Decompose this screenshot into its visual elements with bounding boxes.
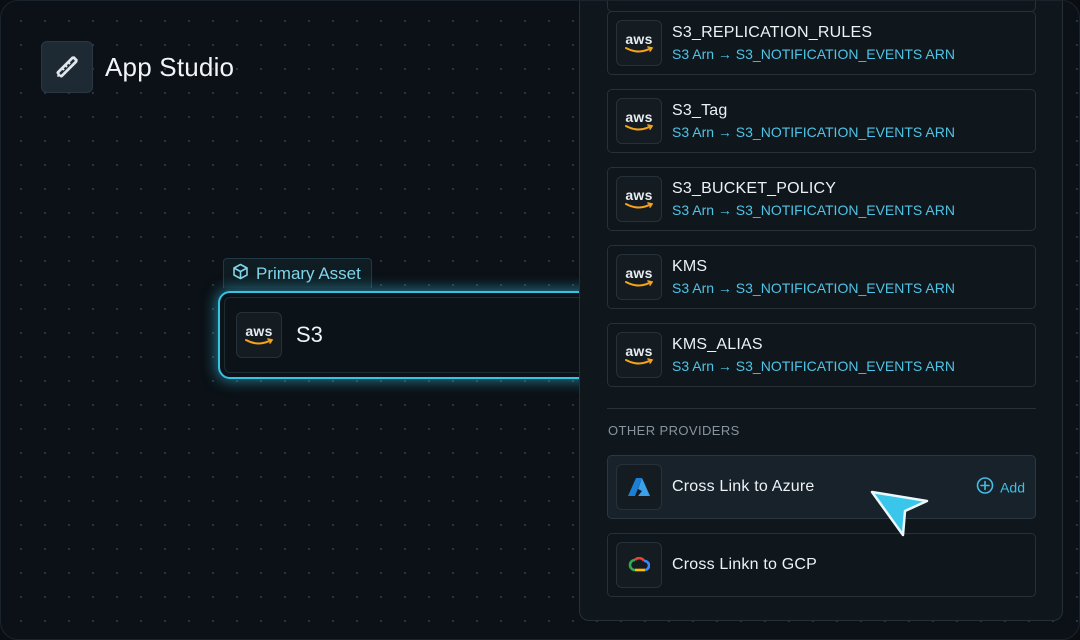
- resource-mapping: S3 Arn → S3_NOTIFICATION_EVENTS ARN: [672, 280, 955, 296]
- app-header: App Studio: [41, 41, 234, 93]
- resource-mapping: S3 Arn → S3_NOTIFICATION_EVENTS ARN: [672, 124, 955, 140]
- add-label: Add: [1000, 479, 1025, 495]
- azure-logo-icon: [616, 464, 662, 510]
- resource-title: KMS: [672, 258, 708, 275]
- resource-mapping: S3 Arn → S3_NOTIFICATION_EVENTS ARN: [672, 358, 955, 374]
- section-divider: [607, 408, 1036, 409]
- resource-row[interactable]: aws KMS_ALIAS S3 Arn → S3_NOTIFICATION_E…: [607, 323, 1036, 387]
- primary-asset-name: S3: [296, 322, 323, 347]
- resource-title: S3_BUCKET_POLICY: [672, 180, 837, 197]
- aws-logo-icon: aws: [616, 332, 662, 378]
- primary-asset-tag: Primary Asset: [223, 258, 372, 288]
- resource-row[interactable]: aws S3_REPLICATION_RULES S3 Arn → S3_NOT…: [607, 11, 1036, 75]
- provider-row-azure[interactable]: Cross Link to Azure Add: [607, 455, 1036, 519]
- gcp-logo-icon: [616, 542, 662, 588]
- plus-circle-icon: [976, 477, 994, 498]
- resource-mapping: S3 Arn → S3_NOTIFICATION_EVENTS ARN: [672, 202, 955, 218]
- provider-row-gcp[interactable]: Cross Linkn to GCP: [607, 533, 1036, 597]
- provider-title: Cross Link to Azure: [672, 478, 815, 495]
- other-providers-heading: OTHER PROVIDERS: [608, 423, 740, 438]
- link-resources-panel: aws S3_REPLICATION_RULES S3 Arn → S3_NOT…: [579, 1, 1063, 621]
- aws-logo-icon: aws: [616, 176, 662, 222]
- aws-logo-icon: aws: [616, 98, 662, 144]
- resource-row[interactable]: aws S3_Tag S3 Arn → S3_NOTIFICATION_EVEN…: [607, 89, 1036, 153]
- resource-row[interactable]: aws S3_BUCKET_POLICY S3 Arn → S3_NOTIFIC…: [607, 167, 1036, 231]
- provider-title: Cross Linkn to GCP: [672, 556, 817, 573]
- add-azure-button[interactable]: Add: [976, 477, 1025, 498]
- aws-logo-icon: aws: [616, 20, 662, 66]
- resource-row[interactable]: aws KMS S3 Arn → S3_NOTIFICATION_EVENTS …: [607, 245, 1036, 309]
- resource-title: S3_Tag: [672, 102, 728, 119]
- pencil-ruler-icon: [41, 41, 93, 93]
- aws-logo-icon: aws: [616, 254, 662, 300]
- app-title: App Studio: [105, 51, 235, 82]
- resource-mapping: S3 Arn → S3_NOTIFICATION_EVENTS ARN: [672, 46, 955, 62]
- pointer-cursor-icon: [869, 489, 931, 541]
- resource-title: KMS_ALIAS: [672, 336, 763, 353]
- primary-asset-label: Primary Asset: [256, 263, 361, 283]
- resource-title: S3_REPLICATION_RULES: [672, 24, 873, 41]
- primary-asset-node[interactable]: aws S3: [218, 291, 618, 379]
- cube-icon: [232, 263, 249, 285]
- aws-logo-icon: aws: [236, 312, 282, 358]
